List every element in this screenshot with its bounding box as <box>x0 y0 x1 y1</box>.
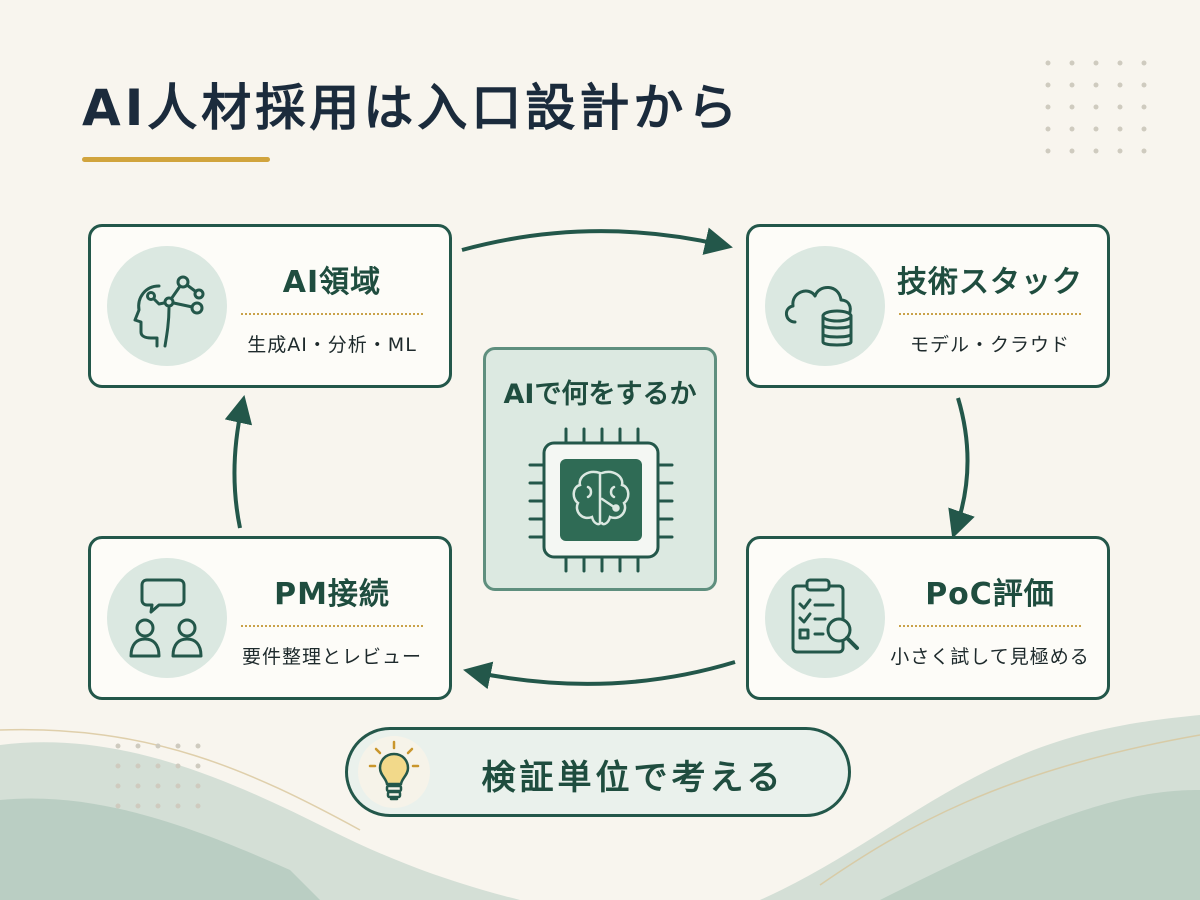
card-tech-stack: 技術スタック モデル・クラウド <box>746 224 1110 388</box>
card-subtitle: 要件整理とレビュー <box>241 646 422 668</box>
center-core-box: AIで何をするか <box>483 347 717 591</box>
icon-circle <box>765 246 885 366</box>
title-underline <box>82 157 270 162</box>
page-title: AI人材採用は入口設計から <box>82 79 742 137</box>
checklist-magnifier-icon <box>791 578 859 654</box>
card-subtitle: 生成AI・分析・ML <box>247 334 417 356</box>
card-title: PM接続 <box>274 577 390 612</box>
card-ai-domain: AI領域 生成AI・分析・ML <box>88 224 452 388</box>
icon-circle <box>107 246 227 366</box>
dot-grid-bottom-left <box>115 743 201 809</box>
center-title: AIで何をするか <box>503 379 697 410</box>
divider <box>899 313 1081 315</box>
card-title: PoC評価 <box>925 577 1055 612</box>
ai-head-network-icon <box>133 275 205 348</box>
lightbulb-icon <box>368 740 420 801</box>
bulb-circle <box>358 736 430 808</box>
divider <box>241 313 423 315</box>
divider <box>899 625 1081 627</box>
brain-chip-icon <box>528 427 674 573</box>
icon-circle <box>765 558 885 678</box>
cloud-database-icon <box>785 286 853 347</box>
card-subtitle: 小さく試して見極める <box>890 646 1090 668</box>
key-message-text: 検証単位で考える <box>481 758 785 798</box>
dot-grid-top-right <box>1045 60 1147 154</box>
people-chat-icon <box>129 578 203 658</box>
card-pm-connection: PM接続 要件整理とレビュー <box>88 536 452 700</box>
key-message-banner: 検証単位で考える <box>345 727 851 817</box>
icon-circle <box>107 558 227 678</box>
divider <box>241 625 423 627</box>
card-poc-evaluation: PoC評価 小さく試して見極める <box>746 536 1110 700</box>
card-title: 技術スタック <box>897 265 1083 300</box>
card-subtitle: モデル・クラウド <box>909 334 1070 356</box>
card-title: AI領域 <box>282 265 382 300</box>
